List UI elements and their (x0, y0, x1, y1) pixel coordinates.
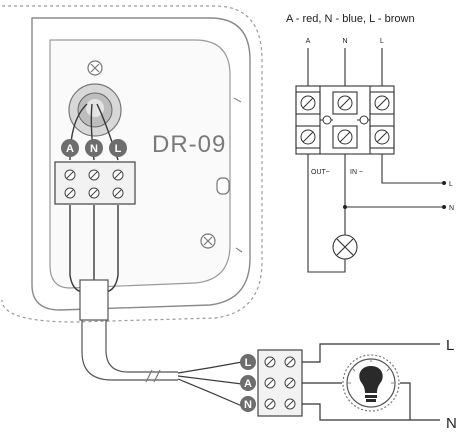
schematic-in-label: IN ~ (350, 169, 363, 176)
cable-sheath (79, 279, 178, 383)
schematic-line-label-l: L (449, 181, 453, 188)
lamp-symbol-icon (332, 234, 358, 260)
badge-label: L (245, 357, 252, 369)
badge-label: A (244, 378, 252, 390)
device-terminal-badge-n: N (85, 139, 103, 157)
device-terminal-block (54, 161, 136, 205)
device-model-label: DR-09 (152, 131, 226, 158)
badge-label: N (90, 143, 98, 155)
wire-color-legend: A - red, N - blue, L - brown (286, 13, 415, 25)
screw-icon (87, 60, 103, 76)
device-housing: DR-09 (1, 5, 263, 323)
load-terminal-badge-n: N (240, 396, 256, 412)
schematic-out-label: OUT~ (311, 169, 330, 176)
indicator-slot (216, 177, 230, 195)
light-bulb-icon (342, 354, 400, 412)
schematic-label-n: N (342, 38, 347, 45)
schematic-label-a: A (306, 38, 311, 45)
schematic-label-l: L (380, 38, 384, 45)
supply-label-l: L (446, 337, 454, 354)
schematic-line-label-n: N (449, 205, 454, 212)
schematic: A N L OUT~ IN ~ (295, 38, 454, 273)
cable-grommet (68, 83, 122, 137)
screw-icon (200, 233, 216, 249)
device-terminal-badge-a: A (61, 139, 79, 157)
badge-label: A (66, 143, 74, 155)
badge-label: N (244, 399, 252, 411)
load-terminal-block (257, 349, 303, 417)
load-terminal-badge-l: L (240, 354, 256, 370)
device-terminal-badge-l: L (109, 139, 127, 157)
badge-label: L (115, 143, 122, 155)
cable-conductors (177, 361, 243, 407)
load-wiring (302, 343, 440, 421)
supply-label-n: N (446, 415, 457, 432)
load-terminal-badge-a: A (240, 375, 256, 391)
